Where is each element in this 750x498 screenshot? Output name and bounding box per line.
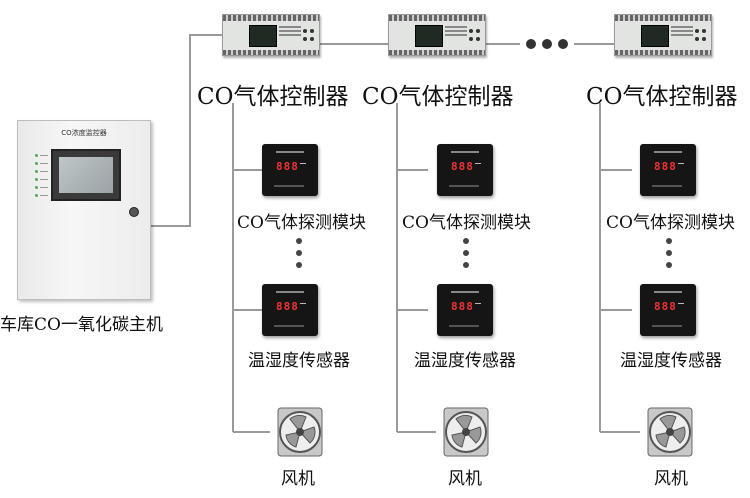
chain-dot-3 xyxy=(558,39,568,49)
detector-digits: 888 xyxy=(276,160,299,173)
continuation-dot xyxy=(296,238,302,244)
continuation-dot xyxy=(463,238,469,244)
fan-label-3: 风机 xyxy=(654,469,688,489)
continuation-dot xyxy=(463,250,469,256)
detector-digits: 888 xyxy=(451,160,474,173)
host-cabinet: CO浓度监控器 xyxy=(17,120,151,300)
controller-1 xyxy=(222,14,320,56)
host-display-screen xyxy=(51,149,121,201)
controller-screen xyxy=(641,25,669,47)
continuation-dot xyxy=(666,250,672,256)
co-detector-1: 888 xyxy=(262,144,318,196)
continuation-dot xyxy=(296,262,302,268)
controller-2 xyxy=(388,14,486,56)
fan-3-icon xyxy=(642,405,698,459)
status-led-icon xyxy=(35,162,38,165)
temp-humidity-sensor-2: 888 xyxy=(437,284,493,336)
sensor-label-2: 温湿度传感器 xyxy=(414,351,516,371)
status-led-icon xyxy=(35,186,38,189)
host-panel-title: CO浓度监控器 xyxy=(61,129,107,137)
controller-screen xyxy=(415,25,443,47)
detector-label-2: CO气体探测模块 xyxy=(402,213,531,233)
host-label: 车库CO一氧化碳主机 xyxy=(0,315,163,335)
host-link-wire xyxy=(149,34,222,227)
controller-screen xyxy=(249,25,277,47)
controller-label-1: CO气体控制器 xyxy=(197,84,349,110)
sensor-label-3: 温湿度传感器 xyxy=(620,351,722,371)
fan-2-icon xyxy=(438,405,494,459)
temp-humidity-sensor-3: 888 xyxy=(640,284,696,336)
status-led-icon xyxy=(35,154,38,157)
sensor-digits: 888 xyxy=(451,300,474,313)
continuation-dot xyxy=(666,262,672,268)
sensor-digits: 888 xyxy=(276,300,299,313)
detector-digits: 888 xyxy=(654,160,677,173)
status-led-icon xyxy=(35,178,38,181)
detector-label-3: CO气体探测模块 xyxy=(606,213,735,233)
continuation-dot xyxy=(666,238,672,244)
temp-humidity-sensor-1: 888 xyxy=(262,284,318,336)
controller-3 xyxy=(614,14,712,56)
fan-label-2: 风机 xyxy=(448,469,482,489)
continuation-dot xyxy=(463,262,469,268)
fan-label-1: 风机 xyxy=(281,469,315,489)
lock-icon xyxy=(129,207,139,217)
co-detector-3: 888 xyxy=(640,144,696,196)
status-led-icon xyxy=(35,170,38,173)
fan-1-icon xyxy=(272,405,328,459)
continuation-dot xyxy=(296,250,302,256)
chain-dot-2 xyxy=(542,39,552,49)
sensor-digits: 888 xyxy=(654,300,677,313)
status-led-icon xyxy=(35,194,38,197)
sensor-label-1: 温湿度传感器 xyxy=(248,351,350,371)
detector-label-1: CO气体探测模块 xyxy=(237,213,366,233)
controller-label-3: CO气体控制器 xyxy=(586,84,738,110)
controller-label-2: CO气体控制器 xyxy=(362,84,514,110)
chain-dot-1 xyxy=(526,39,536,49)
co-detector-2: 888 xyxy=(437,144,493,196)
